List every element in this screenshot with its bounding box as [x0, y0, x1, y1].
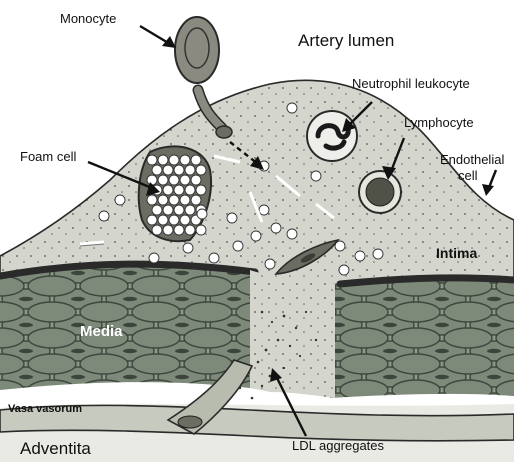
lipid-droplet	[233, 241, 243, 251]
lipid-droplet	[183, 243, 193, 253]
endothelial-cell-label-1: Endothelial	[440, 152, 504, 167]
endothelial-cell-label-2: cell	[458, 168, 478, 183]
adventita-label: Adventita	[20, 439, 91, 458]
foam-cell-label: Foam cell	[20, 149, 76, 164]
lipid-droplet	[163, 225, 173, 235]
lipid-droplet	[265, 259, 275, 269]
lipid-droplet	[152, 225, 162, 235]
media-region-right	[330, 280, 514, 398]
lipid-droplet	[152, 205, 162, 215]
lipid-droplet	[169, 195, 179, 205]
lipid-droplet	[147, 155, 157, 165]
lipid-droplet	[196, 165, 206, 175]
lipid-droplet	[158, 215, 168, 225]
lipid-droplet	[373, 249, 383, 259]
lipid-droplet	[339, 265, 349, 275]
lipid-droplet	[169, 175, 179, 185]
lipid-droplet	[191, 195, 201, 205]
lipid-droplet	[191, 155, 201, 165]
monocyte-arrow	[140, 26, 170, 44]
lipid-droplet	[163, 165, 173, 175]
lymphocyte-label: Lymphocyte	[404, 115, 474, 130]
lipid-droplet	[180, 155, 190, 165]
lipid-droplet	[259, 205, 269, 215]
lipid-droplet	[311, 171, 321, 181]
lipid-droplet	[185, 205, 195, 215]
lipid-droplet	[147, 175, 157, 185]
lipid-droplet	[174, 205, 184, 215]
lipid-droplet	[287, 229, 297, 239]
lipid-droplet	[196, 225, 206, 235]
lipid-droplet	[99, 211, 109, 221]
lipid-droplet	[180, 195, 190, 205]
lipid-droplet	[169, 155, 179, 165]
artery-lumen-label: Artery lumen	[298, 31, 394, 50]
lipid-droplet	[147, 215, 157, 225]
lipid-droplet	[287, 103, 297, 113]
lipid-droplet	[115, 195, 125, 205]
intima-label: Intima	[436, 245, 477, 261]
lipid-droplet	[163, 185, 173, 195]
lipid-droplet	[158, 195, 168, 205]
lymphocyte-cell	[359, 171, 401, 213]
media-label: Media	[80, 323, 123, 340]
lipid-droplet	[152, 165, 162, 175]
lipid-droplet	[180, 175, 190, 185]
lipid-droplet	[197, 209, 207, 219]
lipid-droplet	[209, 253, 219, 263]
lipid-droplet	[271, 223, 281, 233]
lipid-droplet	[227, 213, 237, 223]
lipid-droplet	[158, 155, 168, 165]
lipid-droplet	[174, 185, 184, 195]
lipid-droplet	[185, 225, 195, 235]
lipid-droplet	[191, 175, 201, 185]
vasa-cell	[178, 416, 202, 428]
ldl-aggregates-label: LDL aggregates	[292, 438, 385, 453]
lipid-droplet	[355, 251, 365, 261]
lipid-droplet	[174, 225, 184, 235]
monocyte-label: Monocyte	[60, 11, 116, 26]
lipid-droplet	[185, 165, 195, 175]
lipid-droplet	[149, 253, 159, 263]
lipid-droplet	[185, 185, 195, 195]
plaque-core	[250, 270, 335, 398]
lipid-droplet	[163, 205, 173, 215]
lipid-droplet	[251, 231, 261, 241]
neutrophil-cell	[307, 111, 357, 161]
lipid-droplet	[180, 215, 190, 225]
lipid-droplet	[147, 195, 157, 205]
media-region-left	[0, 266, 250, 390]
lipid-droplet	[196, 185, 206, 195]
vasa-vasorum-label: Vasa vasorum	[8, 403, 82, 415]
lipid-droplet	[174, 165, 184, 175]
neutrophil-label: Neutrophil leukocyte	[352, 76, 470, 91]
lipid-droplet	[169, 215, 179, 225]
lipid-droplet	[158, 175, 168, 185]
